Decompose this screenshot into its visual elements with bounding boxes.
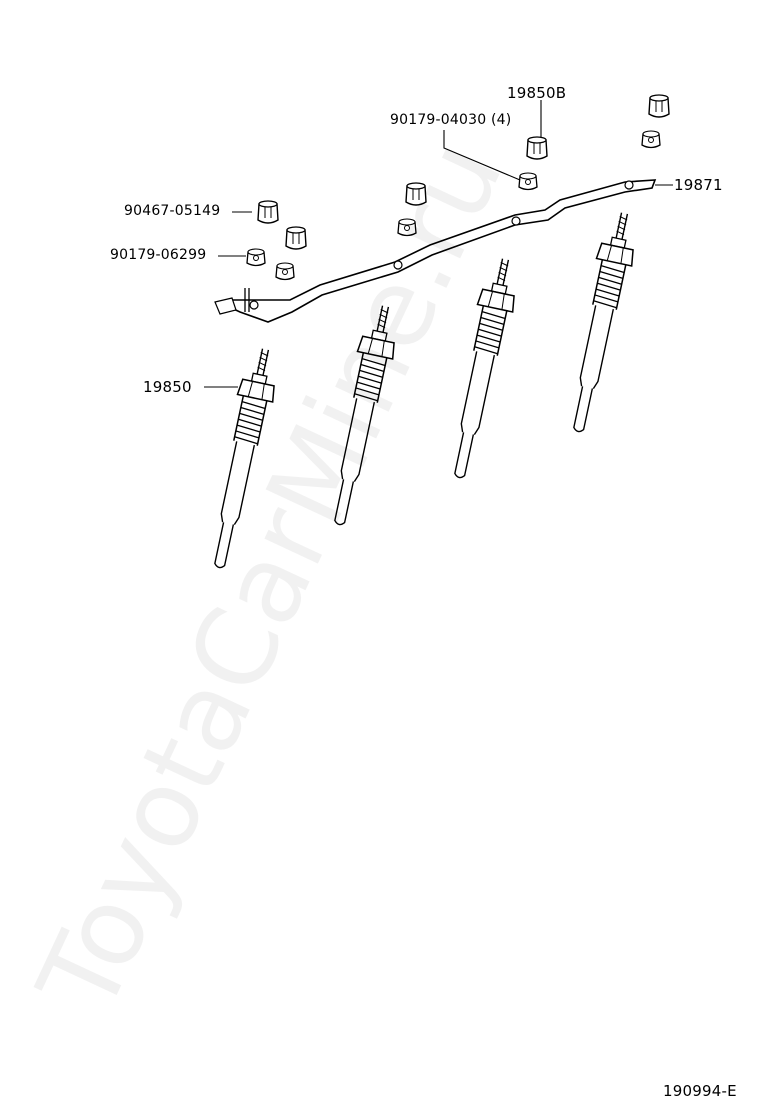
figure-code: 190994-E bbox=[663, 1082, 737, 1100]
callout-19871: 19871 bbox=[674, 176, 723, 194]
terminal-nut bbox=[397, 218, 417, 237]
terminal-nut bbox=[246, 248, 266, 267]
callout-90467-05149: 90467-05149 bbox=[124, 203, 221, 219]
terminal-nut bbox=[641, 130, 661, 149]
glow-plug-2 bbox=[320, 301, 404, 529]
callout-90179-06299: 90179-06299 bbox=[110, 247, 207, 263]
terminal-cap bbox=[285, 226, 307, 250]
terminal-cap bbox=[405, 182, 427, 206]
callout-90179-04030: 90179-04030 (4) bbox=[390, 112, 512, 128]
terminal-nut bbox=[275, 262, 295, 281]
terminal-cap bbox=[257, 200, 279, 224]
terminal-cap bbox=[648, 94, 670, 118]
bus-bar bbox=[214, 179, 657, 323]
glow-plug-1 bbox=[200, 344, 284, 572]
callout-19850: 19850 bbox=[143, 378, 192, 396]
terminal-cap bbox=[526, 136, 548, 160]
terminal-nut bbox=[518, 172, 538, 191]
glow-plug-4 bbox=[559, 208, 643, 436]
glow-plug-3 bbox=[440, 254, 524, 482]
leader-lines bbox=[204, 100, 673, 388]
callout-19850B: 19850B bbox=[507, 84, 567, 102]
